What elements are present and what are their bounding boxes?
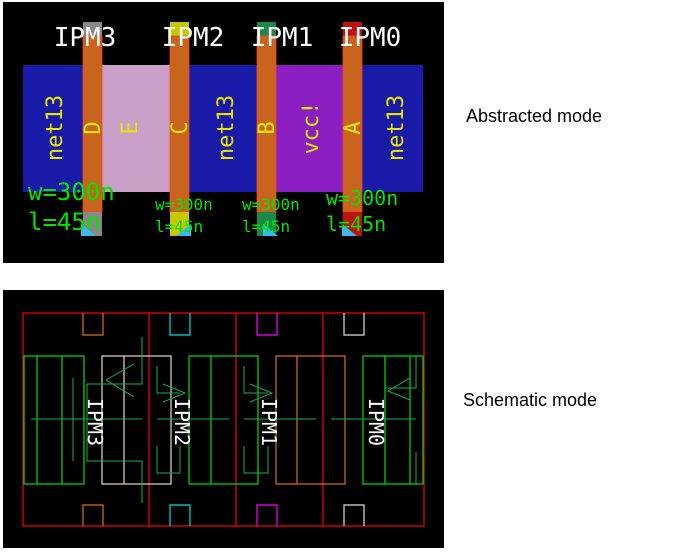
vcc-region	[276, 65, 343, 192]
instance-label: IPM0	[339, 23, 402, 53]
schematic-mode-caption: Schematic mode	[463, 390, 598, 410]
wires	[31, 337, 417, 503]
width-param: w=300n	[242, 195, 300, 214]
instance-label: IPM1	[251, 23, 314, 53]
schematic-layout-canvas: IPM3 IPM2 IPM1 IPM0	[22, 312, 425, 527]
cell-boundaries	[22, 312, 425, 527]
instance-label: IPM0	[364, 398, 388, 446]
instance-label: IPM3	[54, 23, 117, 53]
net-label: net13	[384, 95, 409, 161]
schematic-layout-view: IPM3 IPM2 IPM1 IPM0	[3, 290, 444, 548]
gate-label: B	[255, 121, 280, 134]
width-param: w=300n	[326, 186, 398, 210]
instance-label: IPM2	[170, 398, 194, 446]
gate-label: A	[341, 121, 366, 134]
gate-label: C	[168, 121, 193, 134]
width-param: w=300n	[155, 195, 213, 214]
instance-label: IPM2	[162, 23, 225, 53]
pin-markers	[82, 313, 365, 526]
length-param: l=45n	[326, 212, 386, 236]
net-e-region	[102, 65, 170, 192]
abstracted-layout-view: IPM3 IPM2 IPM1 IPM0 net13 net13 net13 vc…	[3, 2, 444, 263]
net-label: net13	[214, 95, 239, 161]
instance-label: IPM1	[257, 398, 281, 446]
device-symbols	[23, 355, 424, 485]
abstracted-layout-canvas: IPM3 IPM2 IPM1 IPM0 net13 net13 net13 vc…	[23, 22, 423, 236]
width-param: w=300n	[28, 178, 115, 206]
abstracted-mode-caption: Abstracted mode	[466, 106, 603, 126]
length-param: l=45n	[28, 208, 100, 236]
instance-label: IPM3	[83, 398, 107, 446]
poly-gates	[81, 22, 363, 236]
length-param: l=45n	[242, 217, 290, 236]
net-label: vcc!	[299, 102, 324, 155]
net-label: E	[118, 121, 143, 134]
length-param: l=45n	[155, 217, 203, 236]
net-label: net13	[43, 95, 68, 161]
gate-label: D	[81, 121, 106, 134]
